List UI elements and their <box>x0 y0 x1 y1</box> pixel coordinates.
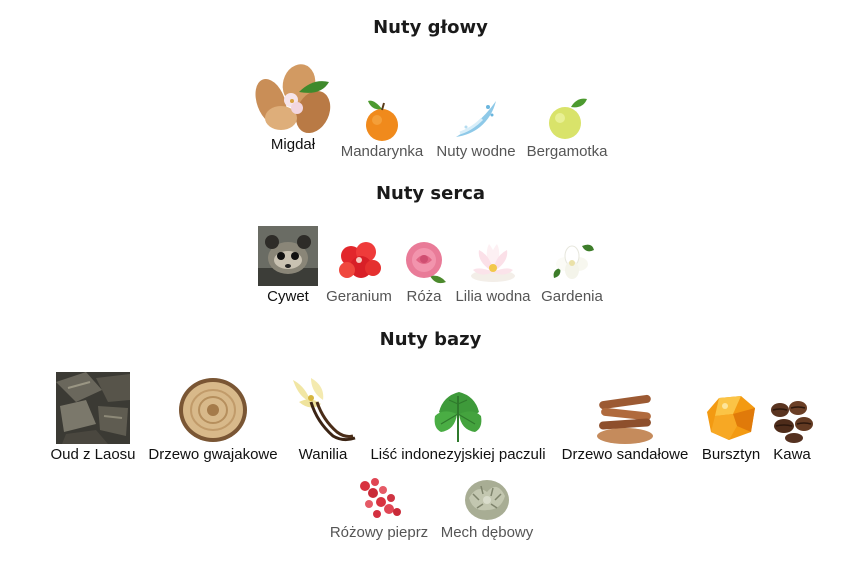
note-label: Mandarynka <box>340 143 424 160</box>
bergamot-icon <box>549 98 587 139</box>
rose-icon <box>406 242 446 284</box>
note-oud[interactable]: Oud z Laosu <box>45 372 141 464</box>
note-geranium[interactable]: Geranium <box>324 238 394 306</box>
note-label: Drzewo sandałowe <box>561 446 689 463</box>
note-mandarin[interactable]: Mandarynka <box>338 97 426 161</box>
oakmoss-icon <box>465 480 509 520</box>
patchouli-leaf-icon <box>434 392 482 442</box>
note-label: Nuty wodne <box>436 143 516 160</box>
amber-icon <box>707 396 755 440</box>
note-sandalwood[interactable]: Drzewo sandałowe <box>556 388 694 464</box>
vanilla-icon <box>293 378 356 442</box>
note-bergamot[interactable]: Bergamotka <box>523 97 611 161</box>
water-splash-icon <box>456 101 496 137</box>
note-label: Geranium <box>326 288 392 305</box>
note-almond[interactable]: Migdał <box>253 62 333 154</box>
note-label: Wanilia <box>298 446 348 463</box>
note-rose[interactable]: Róża <box>399 238 449 306</box>
note-vanilla[interactable]: Wanilia <box>286 376 360 464</box>
note-label: Migdał <box>270 136 316 153</box>
note-label: Bergamotka <box>526 143 608 160</box>
note-label: Kawa <box>773 446 811 463</box>
almond-icon <box>255 64 331 134</box>
mandarin-icon <box>366 100 398 141</box>
note-label: Mech dębowy <box>440 524 534 541</box>
note-label: Drzewo gwajakowe <box>148 446 278 463</box>
gardenia-icon <box>553 244 594 279</box>
note-coffee[interactable]: Kawa <box>766 396 818 464</box>
guaiac-wood-icon <box>179 378 247 442</box>
coffee-beans-icon <box>771 401 813 443</box>
note-gardenia[interactable]: Gardenia <box>538 238 606 306</box>
note-label: Cywet <box>267 288 309 305</box>
geranium-icon <box>339 242 381 278</box>
section-title-heart-notes: Nuty serca <box>375 183 486 204</box>
pink-pepper-icon <box>360 478 401 518</box>
section-title-base-notes: Nuty bazy <box>379 329 482 350</box>
note-label: Bursztyn <box>701 446 761 463</box>
section-title-top-notes: Nuty głowy <box>373 17 488 38</box>
note-label: Oud z Laosu <box>50 446 136 463</box>
note-label: Gardenia <box>541 288 603 305</box>
note-label: Liść indonezyjskiej paczuli <box>370 446 546 463</box>
note-water-lily[interactable]: Lilia wodna <box>452 238 534 306</box>
note-label: Lilia wodna <box>455 288 531 305</box>
note-label: Różowy pieprz <box>329 524 429 541</box>
note-patchouli[interactable]: Liść indonezyjskiej paczuli <box>362 388 554 464</box>
note-amber[interactable]: Bursztyn <box>697 392 765 464</box>
civet-icon <box>258 226 318 286</box>
note-label: Róża <box>406 288 442 305</box>
note-oakmoss[interactable]: Mech dębowy <box>437 476 537 542</box>
oud-wood-icon <box>56 372 130 444</box>
note-pink-pepper[interactable]: Różowy pieprz <box>322 476 436 542</box>
sandalwood-icon <box>597 394 653 444</box>
note-guaiac-wood[interactable]: Drzewo gwajakowe <box>143 376 283 464</box>
water-lily-icon <box>471 244 515 282</box>
note-water[interactable]: Nuty wodne <box>432 97 520 161</box>
note-civet[interactable]: Cywet <box>258 226 318 306</box>
